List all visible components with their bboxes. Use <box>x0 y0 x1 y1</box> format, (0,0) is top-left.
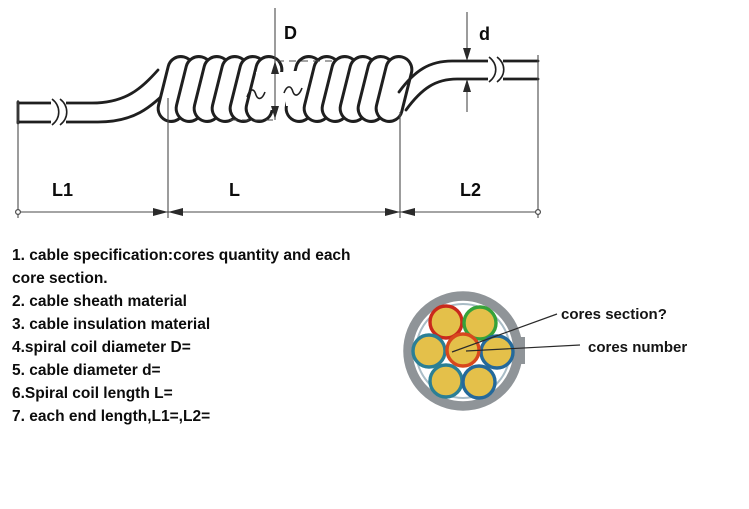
spec-line: core section. <box>12 270 108 287</box>
dim-D-arrow-up <box>271 61 279 74</box>
label-L1: L1 <box>52 180 73 200</box>
spec-line: 1. cable specification:cores quantity an… <box>12 247 351 264</box>
dim-arrow <box>385 208 400 216</box>
right-cable-bottom-line <box>404 77 540 112</box>
spec-line: 4.spiral coil diameter D= <box>12 339 191 356</box>
dimension-annotations: D d L1 L L2 <box>15 8 541 218</box>
spec-list: 1. cable specification:cores quantity an… <box>12 244 412 428</box>
spec-line: 3. cable insulation material <box>12 316 211 333</box>
core-upper-left <box>428 304 464 340</box>
coil-break-gap-right <box>286 71 299 106</box>
right-cable-top-line <box>397 59 540 94</box>
core-left <box>411 333 447 369</box>
core-lower-right <box>461 364 497 400</box>
left-cable <box>16 68 172 126</box>
label-D: D <box>284 23 297 43</box>
right-cable-break-icon <box>488 56 505 83</box>
spec-line: 5. cable diameter d= <box>12 362 161 379</box>
coil-break-squiggle-right <box>283 86 303 96</box>
spiral-cable-drawing <box>16 55 540 126</box>
label-L: L <box>229 180 240 200</box>
core-right <box>479 334 515 370</box>
dim-d-arrow-up <box>463 79 471 92</box>
dimension-d: d <box>463 12 490 112</box>
label-cores-number: cores number <box>588 339 687 356</box>
coil-break-gap <box>256 72 284 110</box>
right-cable <box>397 56 540 112</box>
coil-loop <box>374 55 414 123</box>
spec-line: 2. cable sheath material <box>12 293 187 310</box>
spec-line: 7. each end length,L1=,L2= <box>12 408 211 425</box>
label-d: d <box>479 24 490 44</box>
dim-arrow <box>400 208 415 216</box>
dim-d-arrow-down <box>463 48 471 61</box>
dim-D-arrow-down <box>271 106 279 119</box>
cable-cross-section: cores section? cores number <box>403 291 687 411</box>
spiral-coil <box>156 55 414 123</box>
dimension-D: D <box>230 8 333 121</box>
dim-end-circle-left <box>15 209 22 216</box>
dim-end-circle-right <box>534 209 541 216</box>
label-L2: L2 <box>460 180 481 200</box>
dim-arrow <box>168 208 183 216</box>
left-cable-bottom-line <box>16 86 172 124</box>
leader-line-cores-section <box>451 313 558 353</box>
coil-break-squiggle-left <box>246 89 266 100</box>
leader-line-cores-number <box>465 344 581 352</box>
left-cable-top-line <box>16 68 160 105</box>
core-upper-right <box>462 305 498 341</box>
core-lower-left <box>428 363 464 399</box>
spec-line: 6.Spiral coil length L= <box>12 385 173 402</box>
left-cable-break-icon <box>51 98 68 126</box>
dim-arrow <box>153 208 168 216</box>
label-cores-section: cores section? <box>561 306 667 323</box>
sheath-tab <box>516 337 525 364</box>
